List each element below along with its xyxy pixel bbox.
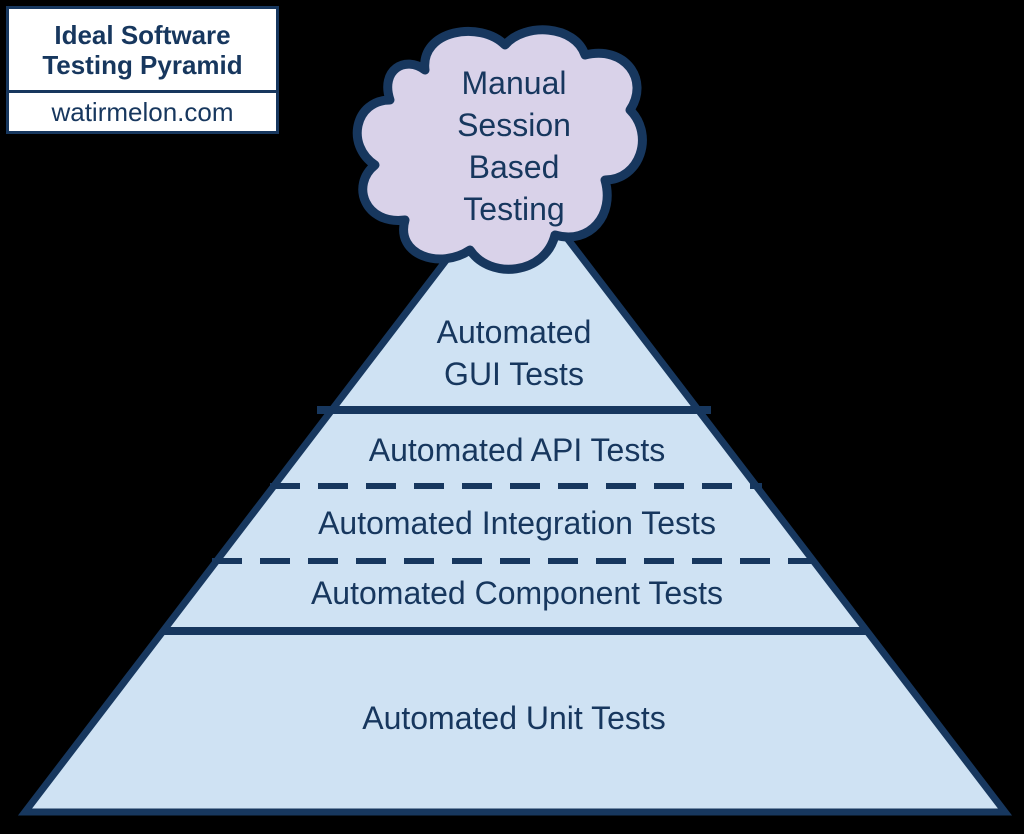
cloud-shape <box>352 25 647 274</box>
cloud-label: Manual Session Based Testing <box>414 62 614 230</box>
cloud-label-line-2: Session <box>457 107 571 143</box>
cloud-label-line-3: Based <box>468 149 560 185</box>
title-box: Ideal Software Testing Pyramid watirmelo… <box>6 6 279 134</box>
layer-api-label: Automated API Tests <box>368 432 666 468</box>
layer-integration-label: Automated Integration Tests <box>318 505 716 541</box>
cloud-label-line-4: Testing <box>463 191 565 227</box>
diagram-title: Ideal Software Testing Pyramid <box>9 9 276 93</box>
cloud-label-line-1: Manual <box>461 65 567 101</box>
layer-component-label: Automated Component Tests <box>310 575 724 611</box>
pyramid-shape <box>17 164 1013 816</box>
site-credit: watirmelon.com <box>51 96 234 127</box>
title-line-2: Testing Pyramid <box>42 49 243 80</box>
layer-gui-line-1: Automated <box>436 314 592 350</box>
title-line-1: Ideal Software <box>54 19 231 50</box>
layer-gui-line-2: GUI Tests <box>444 356 584 392</box>
layer-unit-label: Automated Unit Tests <box>362 700 666 736</box>
layer-gui-label: Automated GUI Tests <box>364 311 664 395</box>
